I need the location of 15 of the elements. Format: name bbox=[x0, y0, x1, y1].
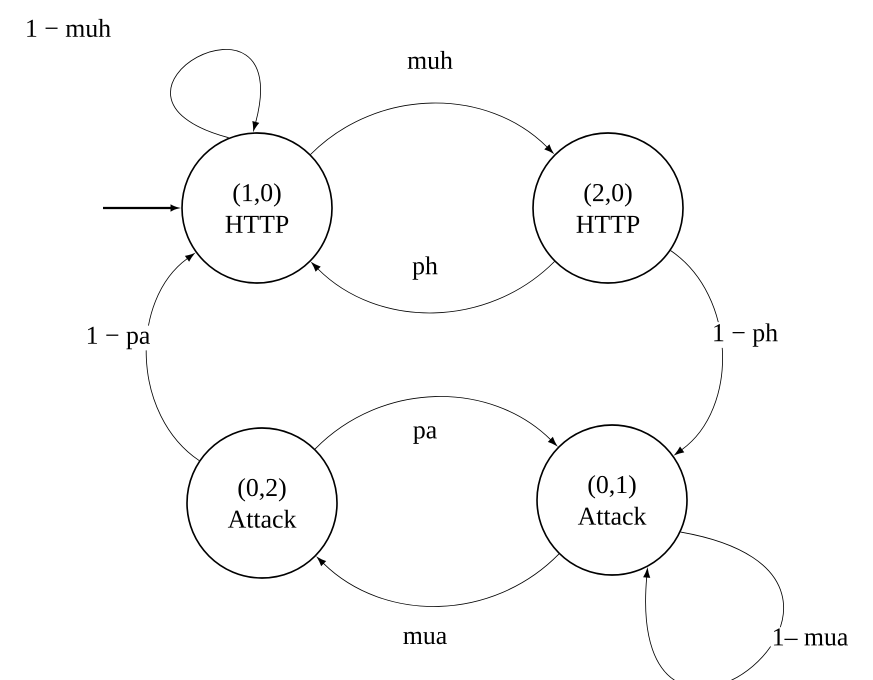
arrow bbox=[314, 396, 558, 450]
edge-label: mua bbox=[402, 630, 448, 646]
arrow bbox=[146, 253, 200, 461]
edge-label: ph bbox=[410, 255, 440, 281]
arrow bbox=[670, 250, 723, 455]
edge-label: 1 − ph bbox=[710, 322, 780, 348]
arrow bbox=[312, 261, 555, 314]
edge-label: 1 − pa bbox=[84, 326, 152, 350]
arrow bbox=[316, 554, 560, 607]
edge-label: muh bbox=[406, 50, 454, 70]
edge-label: 1 − muh bbox=[24, 18, 112, 38]
arrow bbox=[310, 102, 554, 155]
edge-label: pa bbox=[412, 425, 438, 445]
arrow bbox=[170, 49, 261, 138]
edge-label: 1– mua bbox=[770, 627, 850, 647]
